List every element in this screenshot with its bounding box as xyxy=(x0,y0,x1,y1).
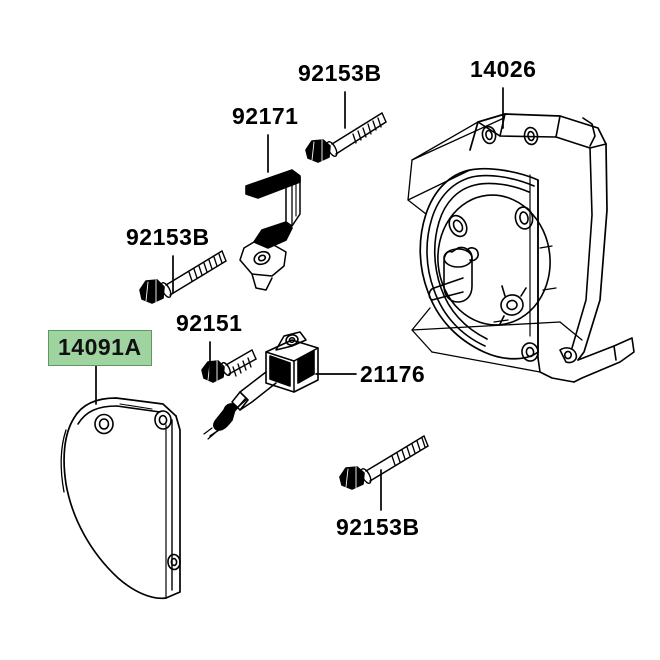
part-bolt-flanged-long-left xyxy=(139,250,227,304)
part-engine-case-cover xyxy=(407,113,635,383)
part-bolt-clamp-hex xyxy=(302,134,324,154)
leader-lines xyxy=(95,87,504,511)
part-bolt-small xyxy=(201,349,257,383)
part-label-21176: 21176 xyxy=(360,361,426,387)
part-bolt-flanged-long-top xyxy=(305,112,387,163)
part-label-92151: 92151 xyxy=(176,310,243,336)
part-clamp-bracket xyxy=(239,169,301,291)
part-cover-plate xyxy=(60,397,181,600)
part-label-92153b-bottom: 92153B xyxy=(336,514,420,540)
part-bolt-flanged-long-bottom xyxy=(339,435,429,490)
part-label-14091a-highlighted: 14091A xyxy=(48,330,152,366)
part-label-92153b-top: 92153B xyxy=(298,60,382,86)
part-label-92153b-left: 92153B xyxy=(126,224,210,250)
part-crankshaft-sensor xyxy=(203,331,319,440)
part-label-92171: 92171 xyxy=(232,103,299,129)
part-label-14026: 14026 xyxy=(470,56,537,82)
